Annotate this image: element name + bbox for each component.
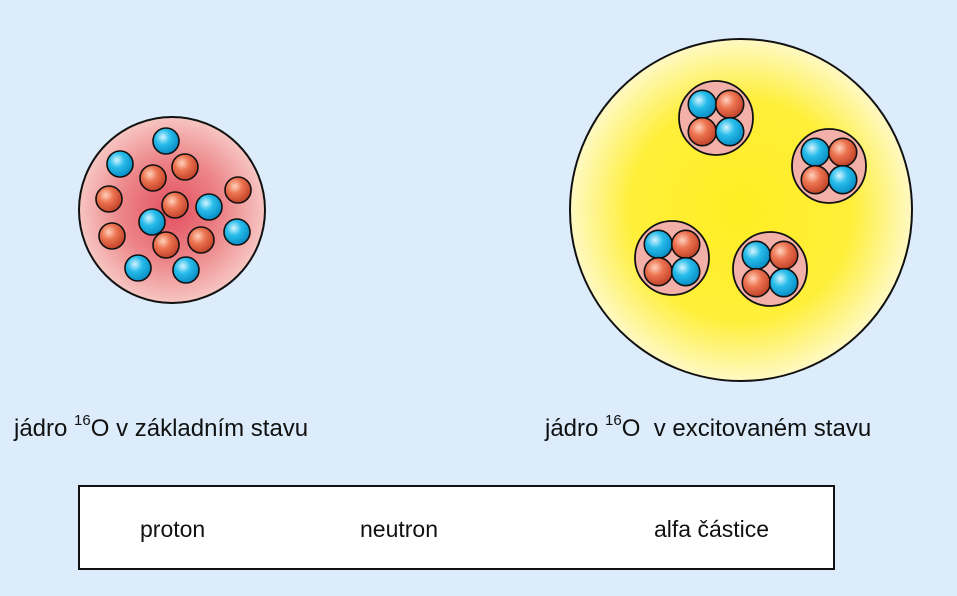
neutron — [714, 116, 745, 147]
proton — [95, 185, 123, 213]
mass-number: 16 — [74, 412, 91, 429]
neutron — [670, 256, 701, 287]
proton — [827, 137, 858, 168]
proton — [741, 267, 772, 298]
proton — [171, 153, 199, 181]
proton — [714, 89, 745, 120]
neutron — [195, 193, 223, 221]
alpha-cluster-bottom — [732, 231, 808, 307]
neutron — [223, 218, 251, 246]
neutron — [124, 254, 152, 282]
neutron — [800, 137, 831, 168]
ground-state-caption: jádro 16O v základním stavu — [14, 412, 309, 442]
legend-alpha-label: alfa částice — [654, 516, 770, 542]
alpha-cluster-left — [634, 220, 710, 296]
alpha-particle-boundary — [732, 231, 808, 307]
alpha-cluster-right — [791, 128, 867, 204]
neutron — [106, 150, 134, 178]
neutron — [172, 256, 200, 284]
proton — [643, 256, 674, 287]
alpha-particle-boundary — [678, 80, 754, 156]
ground-state-nucleons — [95, 127, 252, 284]
excited-state-alpha-clusters — [634, 80, 867, 307]
neutron — [741, 240, 772, 271]
neutron — [827, 164, 858, 195]
alpha-particle-boundary — [791, 128, 867, 204]
legend-proton-label: proton — [140, 516, 206, 542]
legend-neutron-label: neutron — [360, 516, 439, 542]
excited-state-nucleus — [569, 38, 913, 382]
proton — [98, 222, 126, 250]
proton — [139, 164, 167, 192]
alpha-cluster-top — [678, 80, 754, 156]
proton — [687, 116, 718, 147]
mass-number: 16 — [605, 412, 622, 429]
proton — [670, 229, 701, 260]
neutron — [768, 267, 799, 298]
alpha-particle-boundary — [634, 220, 710, 296]
legend: proton neutron alfa částice — [78, 485, 835, 570]
excited-state-caption: jádro 16O v excitovaném stavu — [545, 412, 872, 442]
neutron — [152, 127, 180, 155]
proton — [768, 240, 799, 271]
proton — [800, 164, 831, 195]
proton — [161, 191, 189, 219]
neutron — [138, 208, 166, 236]
neutron — [687, 89, 718, 120]
proton — [187, 226, 215, 254]
proton — [224, 176, 252, 204]
proton — [152, 231, 180, 259]
neutron — [643, 229, 674, 260]
